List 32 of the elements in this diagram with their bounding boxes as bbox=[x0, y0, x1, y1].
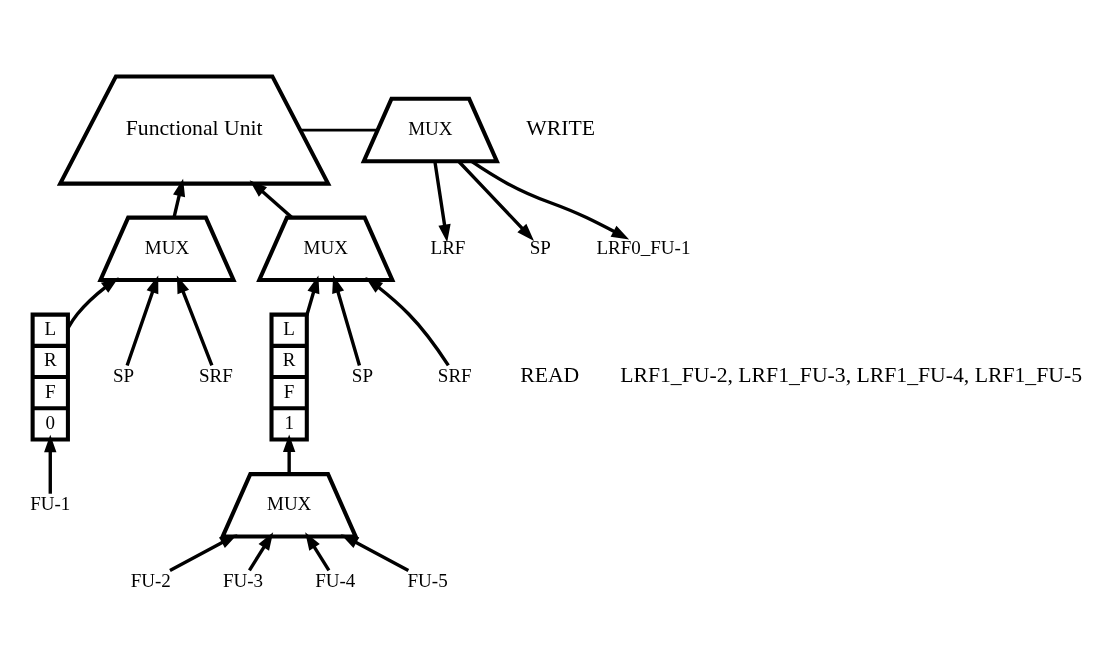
arrow bbox=[176, 275, 214, 367]
node-text: SP bbox=[113, 365, 135, 387]
arrow bbox=[44, 434, 57, 494]
label: LRF1_FU-2, LRF1_FU-3, LRF1_FU-4, LRF1_FU-5 bbox=[620, 363, 1083, 388]
arrow bbox=[365, 277, 450, 367]
arrow bbox=[433, 161, 451, 243]
arrow bbox=[125, 275, 159, 366]
node-text: SRF bbox=[437, 365, 472, 387]
arrow bbox=[282, 434, 296, 474]
arrow bbox=[340, 534, 410, 572]
node-text: LRF0_FU-1 bbox=[596, 236, 691, 258]
arrow bbox=[169, 534, 238, 572]
label: WRITE bbox=[526, 116, 595, 141]
arrow bbox=[172, 178, 186, 218]
arrow bbox=[305, 275, 320, 316]
node-text: LRF bbox=[430, 236, 466, 258]
node-text: FU-2 bbox=[130, 570, 171, 592]
arrow bbox=[248, 532, 274, 572]
node-text: FU-3 bbox=[222, 570, 264, 592]
arrow bbox=[457, 160, 535, 241]
arrow bbox=[305, 532, 331, 572]
node-text: FU-4 bbox=[315, 570, 356, 592]
connector bbox=[300, 128, 378, 132]
label: READ bbox=[520, 363, 580, 388]
arrow bbox=[332, 275, 362, 366]
node-text: FU-1 bbox=[30, 493, 71, 515]
arrow bbox=[249, 180, 294, 219]
node-text: SP bbox=[351, 365, 374, 387]
node-text: FU-5 bbox=[407, 570, 448, 592]
arrow bbox=[66, 277, 119, 329]
node-text: SP bbox=[529, 236, 551, 258]
node-text: SRF bbox=[198, 365, 233, 387]
